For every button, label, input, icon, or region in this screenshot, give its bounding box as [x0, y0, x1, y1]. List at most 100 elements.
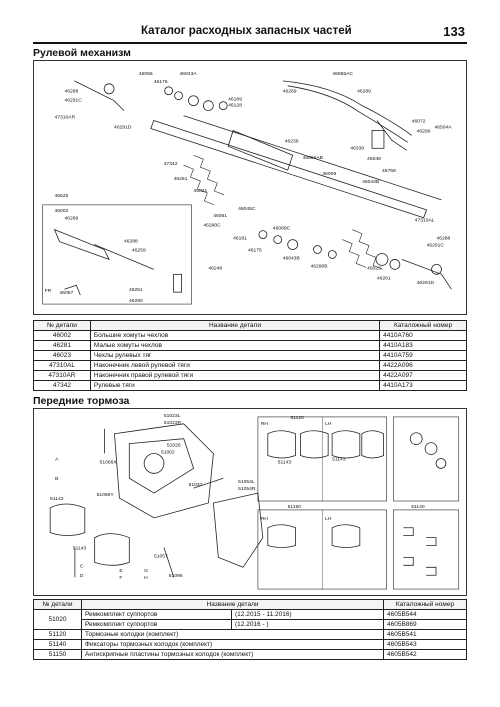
part-name: Наконечник левой рулевой тяги [89, 360, 381, 371]
svg-text:46280: 46280 [129, 298, 143, 304]
svg-text:46089C: 46089C [273, 226, 291, 232]
svg-text:46525: 46525 [55, 193, 69, 199]
svg-text:46128: 46128 [228, 103, 242, 109]
svg-text:H: H [144, 575, 148, 581]
svg-text:47310AR: 47310AR [55, 115, 76, 121]
svg-text:46261: 46261 [377, 275, 391, 281]
svg-text:46045C: 46045C [238, 206, 256, 212]
part-number: 51150 [33, 649, 82, 660]
part-number: 46002 [33, 330, 91, 341]
svg-text:51054R: 51054R [238, 486, 256, 492]
catalog-number: 4422A096 [379, 360, 467, 371]
svg-text:FR: FR [45, 288, 52, 294]
svg-text:46009: 46009 [322, 171, 336, 177]
catalog-number: 4410A759 [379, 350, 467, 361]
col-catalog-number: Каталожный номер [379, 320, 467, 331]
catalog-number: 4422A097 [379, 370, 467, 381]
svg-text:46856AC: 46856AC [332, 71, 353, 77]
svg-text:46289: 46289 [357, 89, 371, 95]
svg-text:51023L: 51023L [164, 413, 181, 419]
svg-text:46290B: 46290B [311, 263, 329, 269]
svg-text:RH: RH [261, 421, 269, 427]
col-catalog-number: Каталожный номер [383, 599, 467, 610]
part-number: 47342 [33, 380, 91, 391]
part-number: 51140 [33, 639, 82, 650]
svg-text:46288: 46288 [64, 89, 78, 95]
brakes-section-title: Передние тормоза [33, 395, 130, 407]
catalog-number: 4605B543 [383, 639, 467, 650]
svg-text:51143: 51143 [50, 496, 64, 502]
svg-text:51037: 51037 [189, 482, 203, 488]
svg-text:G: G [144, 568, 148, 574]
col-part-name: Название детали [81, 599, 384, 610]
steering-parts-table: № детали Название детали Каталожный номе… [33, 320, 467, 391]
svg-text:51054L: 51054L [238, 479, 255, 485]
catalog-number: 4605B544 [383, 609, 467, 620]
svg-text:46758: 46758 [382, 168, 396, 174]
svg-text:46043B: 46043B [283, 255, 301, 261]
svg-text:46239: 46239 [285, 138, 299, 144]
part-number: 51120 [33, 629, 82, 640]
part-number: 47310AL [33, 360, 91, 371]
svg-text:46043A: 46043A [180, 71, 198, 77]
svg-text:46048: 46048 [367, 156, 381, 162]
svg-text:46290C: 46290C [203, 223, 221, 229]
svg-text:46055: 46055 [139, 71, 153, 77]
svg-text:46175: 46175 [248, 247, 262, 253]
catalog-number: 4410A760 [379, 330, 467, 341]
svg-text:46288: 46288 [437, 236, 451, 242]
svg-text:46002: 46002 [55, 208, 69, 214]
svg-text:LH: LH [325, 421, 332, 427]
svg-text:46504A: 46504A [435, 124, 453, 130]
svg-text:51140: 51140 [411, 504, 425, 510]
svg-text:46269: 46269 [283, 89, 297, 95]
svg-text:46339: 46339 [350, 145, 364, 151]
catalog-number: 4410A173 [379, 380, 467, 391]
svg-text:51057: 51057 [154, 553, 168, 559]
svg-text:46291C: 46291C [64, 98, 82, 104]
svg-text:46176: 46176 [154, 79, 168, 85]
catalog-number: 4410A183 [379, 340, 467, 351]
part-name: Ремкомплект суппортов [81, 609, 232, 620]
svg-text:E: E [119, 568, 123, 574]
svg-text:51120: 51120 [291, 415, 305, 421]
part-name: Наконечник правой рулевой тяги [89, 370, 381, 381]
svg-text:B: B [55, 476, 59, 482]
svg-text:A: A [55, 456, 59, 462]
part-name: Фиксаторы тормозных колодок (комплект) [81, 639, 384, 650]
svg-text:46291C: 46291C [427, 243, 445, 249]
svg-text:46856AB: 46856AB [303, 155, 324, 161]
svg-text:46288: 46288 [124, 239, 138, 245]
page-title: Каталог расходных запасных частей [141, 25, 352, 37]
svg-text:51066Y: 51066Y [97, 492, 115, 498]
part-number: 47310AR [33, 370, 91, 381]
catalog-number: 4605B542 [383, 649, 467, 660]
svg-text:46061: 46061 [213, 213, 227, 219]
svg-text:46248: 46248 [208, 265, 222, 271]
part-name: Малые хомуты чехлов [89, 340, 381, 351]
part-name: Чехлы рулевых тяг [89, 350, 381, 361]
part-period: (12.2016 - ) [231, 619, 384, 630]
part-name: Тормозные колодки (комплект) [81, 629, 384, 640]
svg-text:47342: 47342 [164, 161, 178, 167]
svg-text:46291D: 46291D [417, 280, 435, 286]
svg-text:46072: 46072 [412, 119, 426, 125]
catalog-number: 4605B869 [383, 619, 467, 630]
part-period: (12.2015 - 11.2016) [231, 609, 384, 620]
svg-text:D: D [80, 573, 84, 579]
svg-text:51143: 51143 [278, 459, 292, 465]
svg-text:51023R: 51023R [164, 420, 182, 426]
